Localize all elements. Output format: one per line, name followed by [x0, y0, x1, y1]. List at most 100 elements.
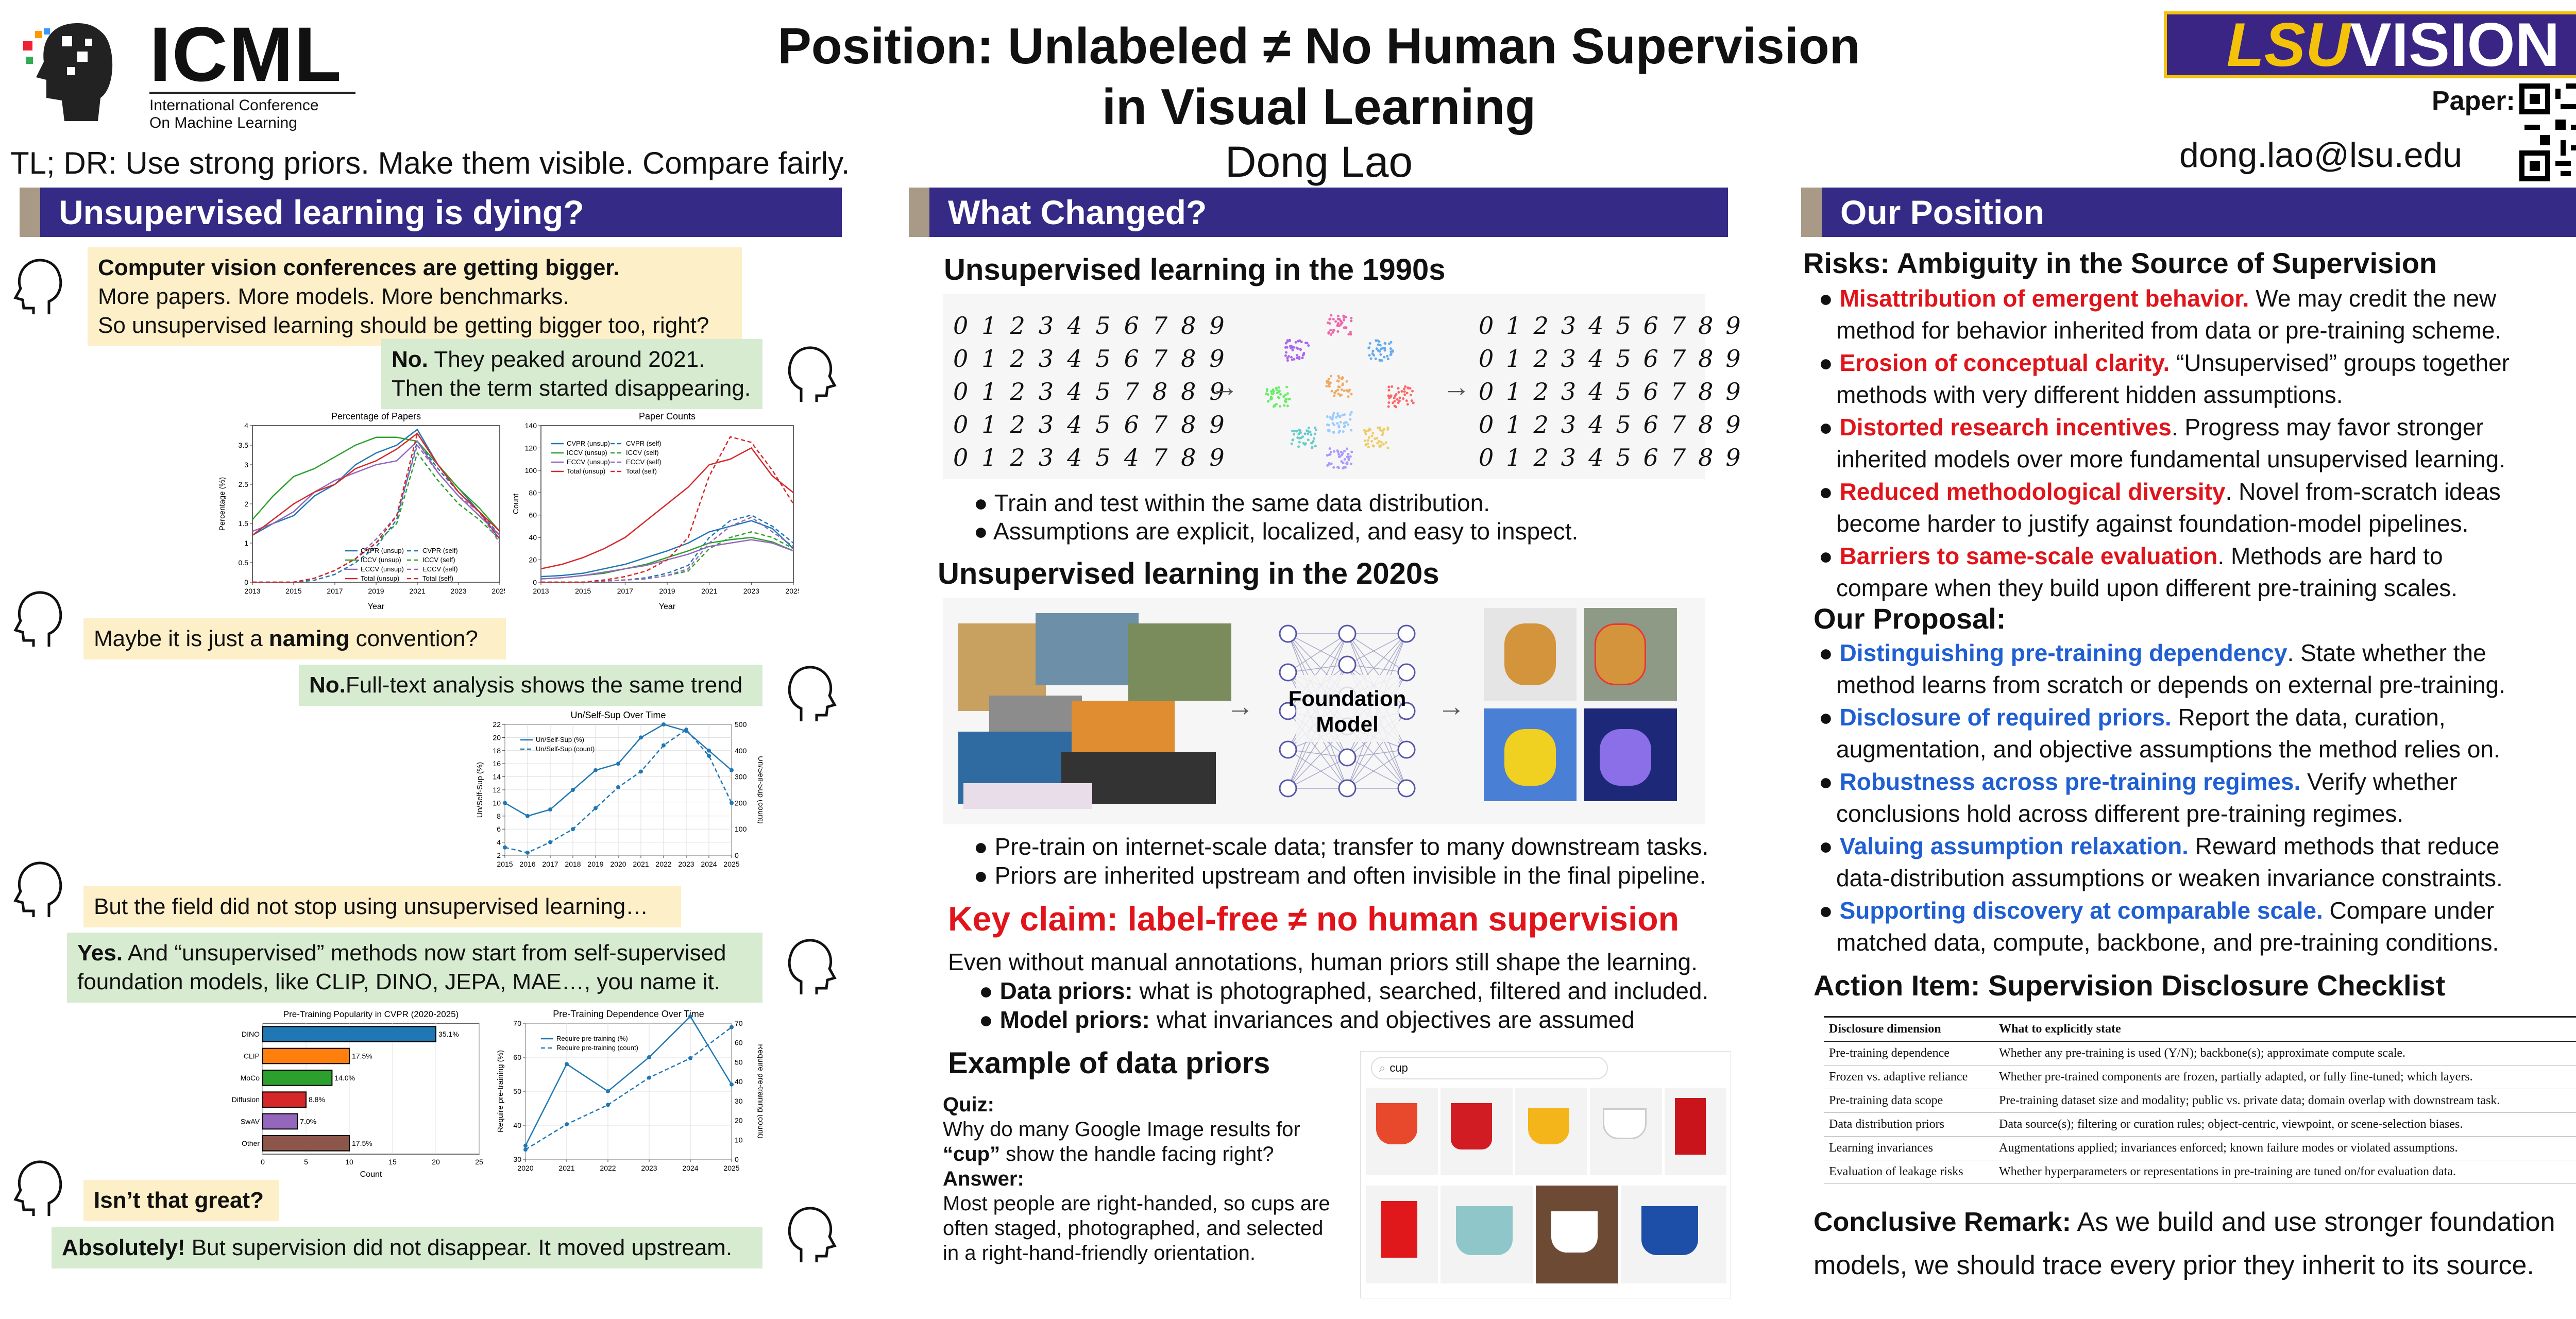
b3-a: Maybe it is just a: [94, 626, 269, 651]
x-tick-label: 2017: [542, 860, 558, 868]
x-tick-label: 2025: [723, 1164, 739, 1172]
cluster-point: [1326, 321, 1329, 324]
cluster-point: [1334, 320, 1337, 323]
y-tick-label: 3.5: [239, 441, 249, 449]
x-tick-label: 2021: [558, 1164, 574, 1172]
cluster-point: [1411, 390, 1414, 393]
legend-label: ICCV (unsup): [567, 449, 607, 456]
series-line: [541, 436, 794, 583]
plot-frame: [262, 1023, 480, 1155]
list-item: ● Distinguishing pre-training dependency…: [1819, 637, 2576, 701]
data-point: [548, 807, 552, 812]
list-item-line2: methods with very different hidden assum…: [1836, 381, 2343, 408]
bar: [262, 1047, 350, 1064]
list-item-heading: Misattribution of emergent behavior.: [1839, 285, 2249, 312]
cluster-point: [1288, 397, 1291, 400]
cluster-point: [1350, 393, 1353, 396]
y-axis-label: Count: [512, 493, 520, 514]
cluster-point: [1314, 445, 1317, 448]
cluster-point: [1347, 333, 1350, 336]
author: Dong Lao: [1225, 138, 1413, 186]
b1-bold: Computer vision conferences are getting …: [98, 255, 620, 280]
bar-value-label: 17.5%: [352, 1052, 372, 1060]
nn-link: [1287, 757, 1348, 789]
s1-bullet-1: ● Train and test within the same data di…: [974, 489, 1490, 516]
bar-value-label: 8.8%: [309, 1095, 325, 1104]
nn-link: [1287, 749, 1348, 758]
vision-text: VISION: [2350, 10, 2560, 79]
cluster-point: [1331, 414, 1334, 417]
paper-qr-code[interactable]: [2519, 83, 2576, 181]
cluster-point: [1380, 441, 1383, 444]
cluster-point: [1337, 322, 1340, 325]
y2-axis-label: Un/Self-Sup (count): [756, 756, 762, 824]
table-cell: Learning invariances: [1824, 1136, 1994, 1160]
cluster-point: [1298, 441, 1301, 444]
nn-link: [1347, 749, 1407, 758]
cluster-point: [1347, 395, 1350, 398]
y2-tick-label: 20: [735, 1117, 743, 1125]
cluster-point: [1341, 452, 1344, 455]
data-point: [730, 1025, 734, 1029]
icml-logo: ICML International Conference On Machine…: [21, 15, 355, 131]
cluster-point: [1275, 388, 1278, 391]
data-point: [565, 1122, 569, 1127]
cluster-point: [1340, 388, 1343, 391]
cluster-point: [1269, 396, 1273, 399]
icml-line1: International Conference: [149, 97, 319, 114]
series-line: [524, 1015, 733, 1146]
cluster-point: [1265, 388, 1268, 391]
b1-line2: More papers. More models. More benchmark…: [98, 284, 569, 309]
cluster-point: [1343, 389, 1346, 392]
table-cell: Pre-training data scope: [1824, 1089, 1994, 1113]
nn-node: [1338, 624, 1357, 643]
list-item-line1: ● Reduced methodological diversity. Nove…: [1819, 478, 2501, 505]
cluster-point: [1349, 418, 1352, 421]
nn-link: [1287, 633, 1348, 673]
section-tab: [909, 188, 929, 237]
cluster-point: [1405, 399, 1408, 402]
cluster-point: [1338, 414, 1342, 417]
y2-tick-label: 100: [735, 825, 747, 833]
list-item-heading: Barriers to same-scale evaluation: [1839, 543, 2218, 569]
y2-tick-label: 40: [735, 1077, 743, 1086]
cluster-point: [1395, 405, 1398, 409]
cluster-point: [1299, 348, 1302, 351]
cluster-point: [1397, 401, 1400, 404]
nn-link: [1347, 664, 1407, 673]
table-cell: Data distribution priors: [1824, 1112, 1994, 1137]
quiz-line2: show the handle facing right?: [1000, 1143, 1274, 1165]
cluster-point: [1315, 429, 1318, 432]
cluster-point: [1336, 450, 1340, 453]
cluster-point: [1329, 317, 1332, 320]
nn-node: [1338, 748, 1357, 767]
y-tick-label: 6: [497, 825, 501, 833]
cluster-point: [1293, 433, 1295, 436]
y-tick-label: 50: [513, 1087, 521, 1095]
bubble-answer-2: No.Full-text analysis shows the same tre…: [299, 665, 762, 706]
nn-node: [1397, 624, 1416, 643]
email[interactable]: dong.lao@lsu.edu: [2179, 136, 2463, 175]
cluster-point: [1387, 397, 1391, 400]
y-tick-label: 0: [533, 578, 537, 586]
key-claim: Key claim: label-free ≠ no human supervi…: [948, 900, 1679, 938]
search-bar: ⌕ cup: [1371, 1057, 1608, 1079]
legend-label: ECCV (self): [626, 458, 662, 466]
cluster-point: [1386, 446, 1389, 449]
b2-bold: No.: [392, 347, 428, 372]
x-tick-label: 2023: [450, 587, 466, 595]
list-item-line2: method for behavior inherited from data …: [1836, 317, 2502, 344]
cluster-point: [1338, 429, 1342, 432]
cluster-point: [1377, 426, 1380, 429]
cluster-point: [1377, 343, 1380, 346]
arrow-icon: →: [1211, 371, 1239, 402]
y-tick-label: 8: [497, 812, 501, 820]
chart-pretraining-dependence: Pre-Training Dependence Over TimeRequire…: [496, 1009, 762, 1172]
cluster-point: [1296, 357, 1299, 360]
x-tick-label: 2025: [723, 860, 739, 868]
list-item-line1: ● Erosion of conceptual clarity. “Unsupe…: [1819, 349, 2510, 376]
cluster-point: [1342, 461, 1345, 464]
cluster-point: [1346, 447, 1349, 450]
